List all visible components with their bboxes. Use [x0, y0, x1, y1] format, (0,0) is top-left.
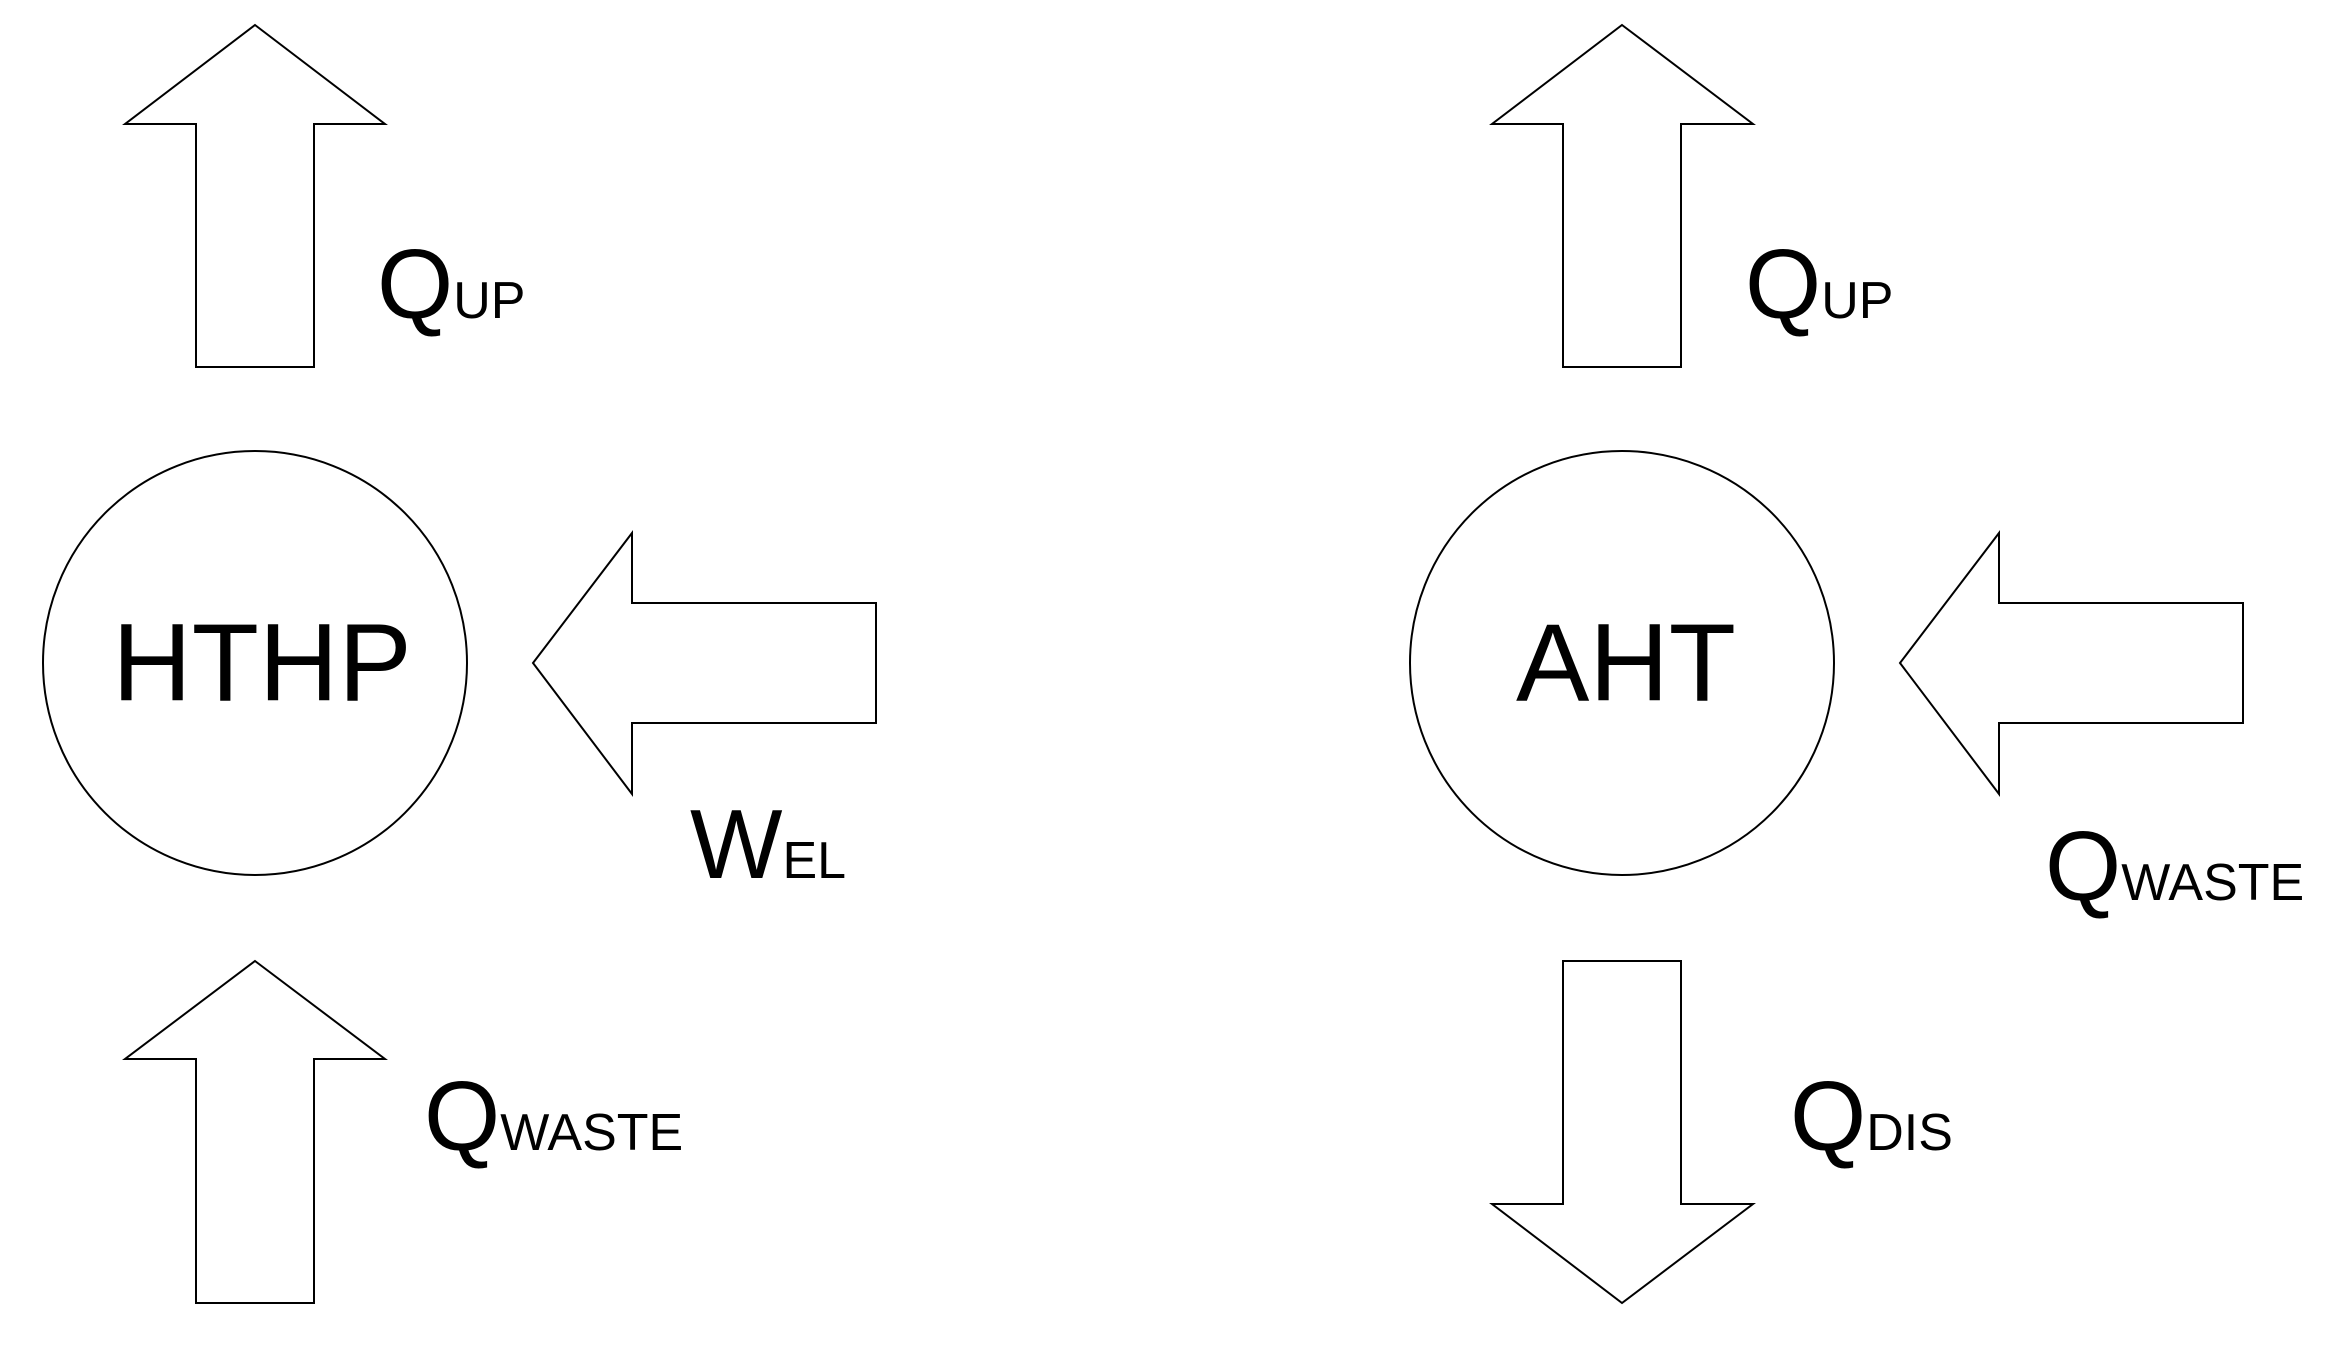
hthp-up-arrow	[122, 23, 388, 368]
aht-circle	[1409, 450, 1835, 876]
aht-node-label: AHT	[1516, 602, 1736, 725]
hthp-group: QUP HTHP WEL QWASTE	[42, 23, 877, 1304]
hthp-waste-label: QWASTE	[424, 1061, 683, 1171]
aht-up-label-main: Q	[1745, 229, 1821, 339]
aht-waste-label: QWASTE	[2045, 811, 2304, 921]
hthp-el-label: WEL	[690, 789, 846, 899]
aht-waste-arrow	[1898, 530, 2244, 797]
hthp-up-label: QUP	[377, 229, 525, 339]
aht-up-arrow	[1489, 23, 1756, 368]
hthp-waste-label-main: Q	[424, 1061, 500, 1171]
aht-up-label-sub: UP	[1821, 272, 1893, 330]
hthp-waste-arrow	[122, 959, 388, 1304]
hthp-el-label-main: W	[690, 789, 783, 899]
aht-dis-label-main: Q	[1790, 1061, 1866, 1171]
hthp-waste-label-sub: WASTE	[500, 1104, 683, 1162]
aht-dis-label-sub: DIS	[1866, 1104, 1953, 1162]
aht-up-label: QUP	[1745, 229, 1893, 339]
hthp-circle	[42, 450, 468, 876]
aht-dis-arrow	[1489, 960, 1756, 1305]
hthp-up-label-sub: UP	[453, 272, 525, 330]
aht-dis-label: QDIS	[1790, 1061, 1953, 1171]
hthp-up-label-main: Q	[377, 229, 453, 339]
aht-group: QUP AHT QWASTE QDIS	[1409, 23, 2304, 1305]
aht-waste-label-main: Q	[2045, 811, 2121, 921]
hthp-el-arrow	[531, 530, 877, 797]
hthp-el-label-sub: EL	[783, 832, 847, 890]
aht-waste-label-sub: WASTE	[2121, 854, 2304, 912]
hthp-node-label: HTHP	[112, 602, 411, 725]
